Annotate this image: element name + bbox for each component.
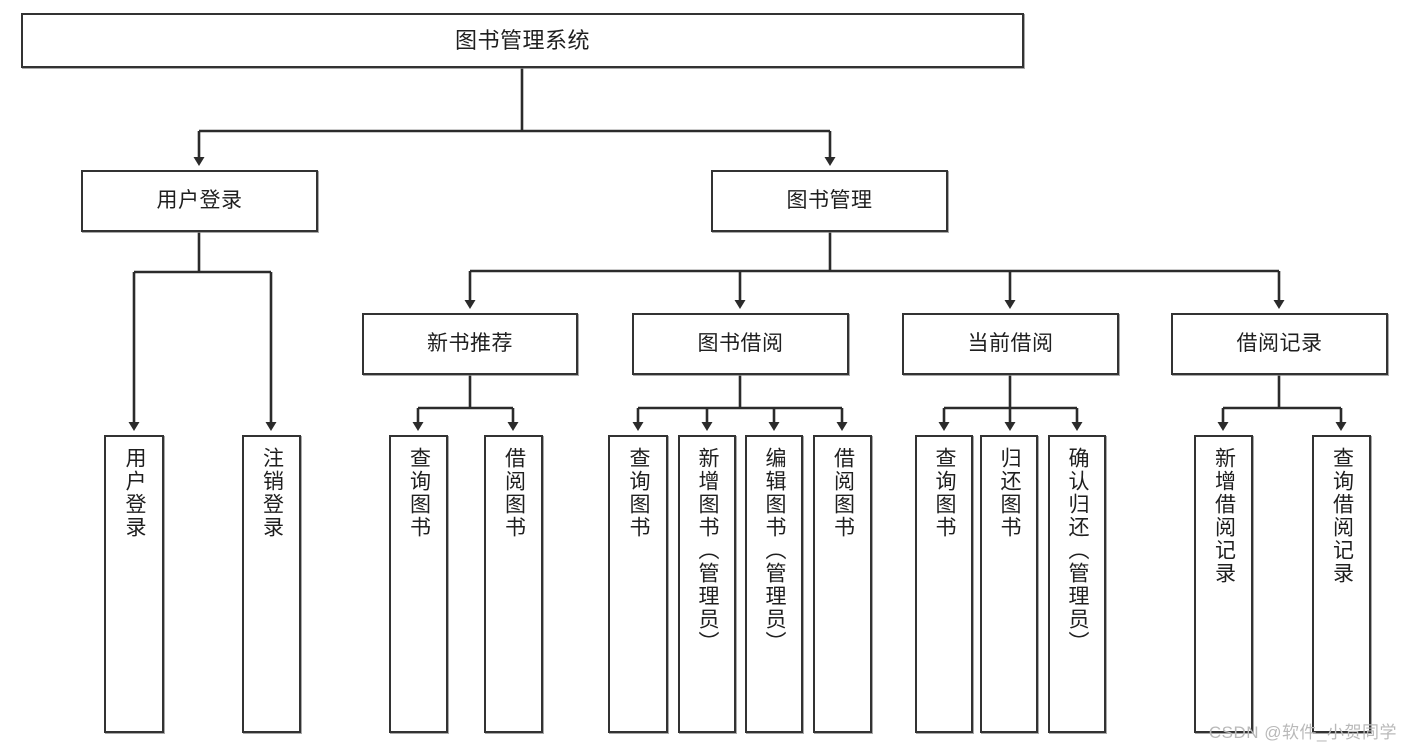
node-label: 借阅记录: [1236, 331, 1323, 355]
node-label: 当前借阅: [967, 331, 1054, 355]
node-label: 图书管理系统: [454, 27, 590, 53]
node-book-management[interactable]: 图书管理: [711, 170, 948, 232]
leaf-new-book-borrow[interactable]: 借阅图书: [484, 435, 543, 733]
leaf-current-return-book[interactable]: 归还图书: [980, 435, 1038, 733]
node-label: 确认归还（管理员）: [1066, 447, 1090, 654]
node-new-book-recommend[interactable]: 新书推荐: [362, 313, 578, 375]
leaf-record-add[interactable]: 新增借阅记录: [1194, 435, 1253, 733]
node-label: 查询图书: [933, 447, 957, 539]
node-label: 归还图书: [998, 447, 1022, 539]
leaf-logout[interactable]: 注销登录: [242, 435, 301, 733]
leaf-record-query[interactable]: 查询借阅记录: [1312, 435, 1371, 733]
leaf-current-confirm-return[interactable]: 确认归还（管理员）: [1048, 435, 1106, 733]
node-user-login[interactable]: 用户登录: [81, 170, 318, 232]
node-label: 新增图书（管理员）: [696, 447, 720, 654]
node-label: 新增借阅记录: [1212, 447, 1236, 585]
node-label: 借阅图书: [831, 447, 855, 539]
leaf-new-book-query[interactable]: 查询图书: [389, 435, 448, 733]
leaf-borrow-edit-book[interactable]: 编辑图书（管理员）: [745, 435, 803, 733]
node-label: 用户登录: [156, 188, 243, 212]
node-label: 注销登录: [260, 447, 284, 539]
leaf-borrow-borrow-book[interactable]: 借阅图书: [813, 435, 872, 733]
node-current-borrow[interactable]: 当前借阅: [902, 313, 1119, 375]
leaf-borrow-query-book[interactable]: 查询图书: [608, 435, 668, 733]
node-label: 图书借阅: [697, 331, 784, 355]
node-borrow-record[interactable]: 借阅记录: [1171, 313, 1388, 375]
node-label: 编辑图书（管理员）: [763, 447, 787, 654]
leaf-borrow-add-book[interactable]: 新增图书（管理员）: [678, 435, 736, 733]
leaf-current-query-book[interactable]: 查询图书: [915, 435, 973, 733]
node-label: 查询图书: [407, 447, 431, 539]
node-label: 查询借阅记录: [1330, 447, 1354, 585]
node-label: 借阅图书: [502, 447, 526, 539]
leaf-user-login[interactable]: 用户登录: [104, 435, 164, 733]
node-label: 查询图书: [627, 447, 651, 539]
node-label: 新书推荐: [427, 331, 513, 355]
watermark: CSDN @软件_小贺同学: [1208, 723, 1397, 742]
node-book-borrow[interactable]: 图书借阅: [632, 313, 849, 375]
node-root-system[interactable]: 图书管理系统: [21, 13, 1024, 68]
node-label: 用户登录: [123, 447, 147, 539]
node-label: 图书管理: [786, 188, 873, 212]
